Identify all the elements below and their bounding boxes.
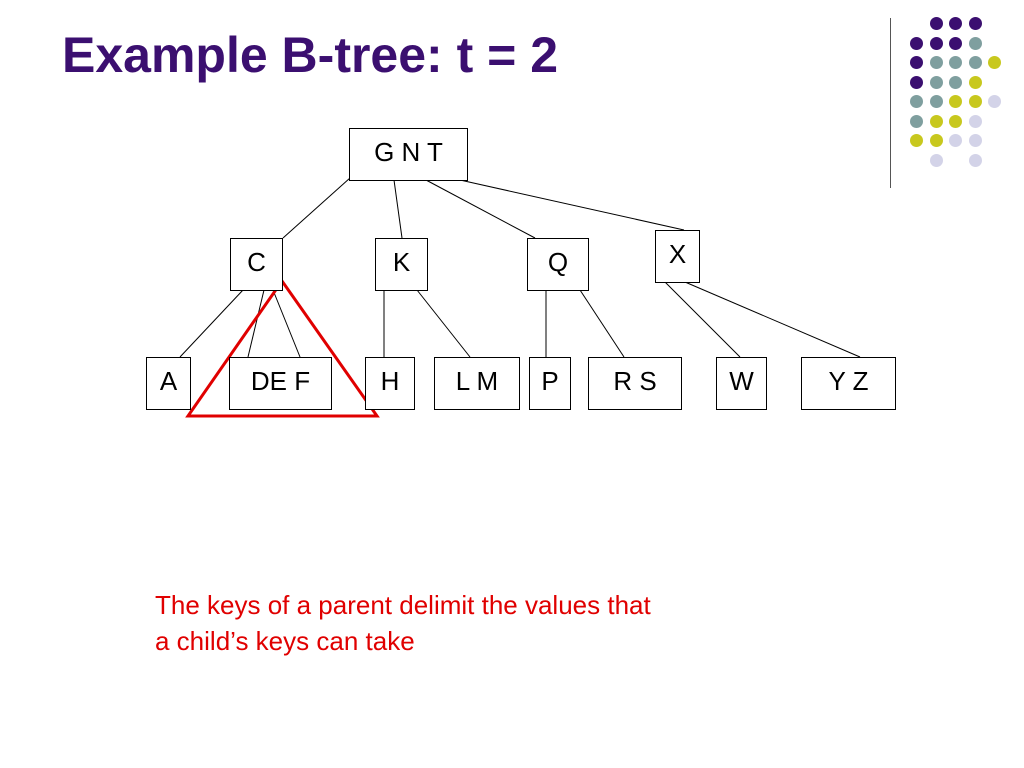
highlight-triangle <box>185 278 380 418</box>
leaf-node-lm: L M <box>434 357 520 410</box>
decorative-dot <box>929 134 943 147</box>
decorative-dot <box>929 36 943 50</box>
node-keys: P <box>541 366 559 396</box>
decorative-dot <box>968 95 982 108</box>
node-keys: Q <box>547 247 569 277</box>
internal-node-x: X <box>655 230 700 283</box>
decorative-dot <box>929 56 943 69</box>
decorative-dot <box>949 95 962 108</box>
decorative-dot <box>968 56 982 69</box>
decorative-dot <box>910 56 923 69</box>
decorative-dot <box>910 95 923 108</box>
caption-line-2: a child’s keys can take <box>155 626 415 657</box>
decorative-dot <box>929 95 943 108</box>
node-keys: DE F <box>250 366 311 396</box>
decorative-dot <box>968 36 982 50</box>
internal-node-k: K <box>375 238 428 291</box>
caption-line-1: The keys of a parent delimit the values … <box>155 590 651 620</box>
root-node: G N T <box>349 128 468 181</box>
decorative-dot <box>968 114 982 128</box>
edge-root-q <box>425 179 536 239</box>
node-keys: Y Z <box>828 366 869 396</box>
edge-c-def-right <box>272 289 301 358</box>
decorative-dot <box>949 114 962 128</box>
decorative-dot <box>929 75 943 89</box>
leaf-node-w: W <box>716 357 767 410</box>
node-keys: X <box>668 239 687 269</box>
edge-c-def-left <box>247 289 265 358</box>
node-keys: W <box>729 366 754 396</box>
edge-root-c <box>282 177 351 239</box>
internal-node-c: C <box>230 238 283 291</box>
edge-q-rs <box>579 289 625 358</box>
explanation-caption: The keys of a parent delimit the values … <box>155 587 855 660</box>
leaf-node-a: A <box>146 357 191 410</box>
leaf-node-yz: Y Z <box>801 357 896 410</box>
decorative-dot <box>910 75 923 89</box>
decorative-dot <box>968 153 982 167</box>
decorative-dot <box>949 17 962 30</box>
slide-title: Example B-tree: t = 2 <box>62 27 559 83</box>
decorative-dot <box>968 75 982 89</box>
edge-x-yz <box>684 281 861 358</box>
decorative-dot <box>929 153 943 167</box>
decorative-dot <box>949 134 962 147</box>
decorative-dot <box>910 114 923 128</box>
decorative-dot <box>910 36 923 50</box>
node-keys: A <box>159 366 178 396</box>
decorative-dot <box>988 95 1001 108</box>
node-keys: L M <box>455 366 499 396</box>
internal-node-q: Q <box>527 238 589 291</box>
decorative-dot <box>929 114 943 128</box>
node-keys: C <box>247 247 266 277</box>
edge-k-lm <box>416 289 471 358</box>
edge-c-a <box>179 289 244 358</box>
decorative-dot <box>910 134 923 147</box>
decorative-dot-grid <box>0 0 1024 200</box>
decorative-dot <box>949 56 962 69</box>
leaf-node-def: DE F <box>229 357 332 410</box>
decorative-dot <box>949 75 962 89</box>
edge-x-w <box>664 281 741 358</box>
edge-root-k <box>393 179 403 239</box>
root-node-keys: G N T <box>374 137 443 167</box>
decorative-dot <box>988 56 1001 69</box>
leaf-node-p: P <box>529 357 571 410</box>
node-keys: R S <box>613 366 657 396</box>
decorative-dot <box>968 17 982 30</box>
edge-root-x <box>459 179 685 231</box>
decorative-divider <box>890 18 891 188</box>
leaf-node-h: H <box>365 357 415 410</box>
decorative-dot <box>929 17 943 30</box>
node-keys: K <box>392 247 411 277</box>
leaf-node-rs: R S <box>588 357 682 410</box>
node-keys: H <box>380 366 400 396</box>
decorative-dot <box>949 36 962 50</box>
decorative-dot <box>968 134 982 147</box>
